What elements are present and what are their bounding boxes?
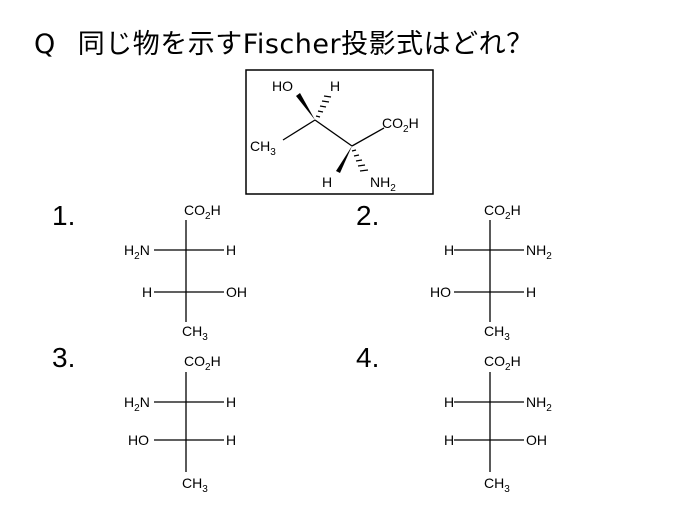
option-2-fischer: CO2H H NH2 HO H CH3 bbox=[430, 202, 552, 343]
ref-h-top-label: H bbox=[330, 78, 340, 94]
svg-text:CH3: CH3 bbox=[484, 475, 510, 495]
svg-text:NH2: NH2 bbox=[526, 242, 552, 262]
option-2-number: 2. bbox=[356, 200, 380, 231]
svg-text:H: H bbox=[526, 284, 536, 300]
svg-text:H2N: H2N bbox=[124, 242, 150, 262]
option-3-number: 3. bbox=[52, 342, 76, 373]
option-3-fischer: CO2H H2N H HO H CH3 bbox=[124, 353, 236, 495]
question-text: 同じ物を示すFischer投影式はどれ？ bbox=[77, 29, 534, 60]
ref-co2h-label: CO2H bbox=[382, 115, 419, 135]
svg-text:HO: HO bbox=[128, 432, 149, 448]
ref-h-bottom-label: H bbox=[322, 174, 332, 190]
svg-text:H: H bbox=[444, 394, 454, 410]
svg-text:H: H bbox=[226, 394, 236, 410]
svg-text:H2N: H2N bbox=[124, 394, 150, 414]
svg-text:CO2H: CO2H bbox=[184, 353, 221, 373]
svg-text:H: H bbox=[226, 242, 236, 258]
svg-text:CH3: CH3 bbox=[484, 323, 510, 343]
option-4-number: 4. bbox=[356, 342, 380, 373]
svg-text:CO2H: CO2H bbox=[184, 202, 221, 222]
svg-text:CO2H: CO2H bbox=[484, 353, 521, 373]
svg-text:H: H bbox=[142, 284, 152, 300]
svg-text:OH: OH bbox=[526, 432, 547, 448]
svg-text:H: H bbox=[226, 432, 236, 448]
reference-box bbox=[245, 69, 434, 195]
ref-ch3-label: CH3 bbox=[250, 138, 276, 158]
svg-text:H: H bbox=[444, 242, 454, 258]
ref-nh2-label: NH2 bbox=[370, 174, 396, 194]
svg-text:OH: OH bbox=[226, 284, 247, 300]
option-4-fischer: CO2H H NH2 H OH CH3 bbox=[444, 353, 552, 495]
svg-text:HO: HO bbox=[430, 284, 451, 300]
option-1-fischer: CO2H H2N H H OH CH3 bbox=[124, 202, 247, 343]
question-title: Q 同じ物を示すFischer投影式はどれ？ bbox=[34, 22, 534, 61]
svg-text:CO2H: CO2H bbox=[484, 202, 521, 222]
ref-ho-label: HO bbox=[272, 78, 293, 94]
svg-text:H: H bbox=[444, 432, 454, 448]
question-label: Q bbox=[34, 29, 56, 60]
svg-text:NH2: NH2 bbox=[526, 394, 552, 414]
option-1-number: 1. bbox=[52, 200, 76, 231]
svg-text:CH3: CH3 bbox=[182, 323, 208, 343]
svg-text:CH3: CH3 bbox=[182, 475, 208, 495]
